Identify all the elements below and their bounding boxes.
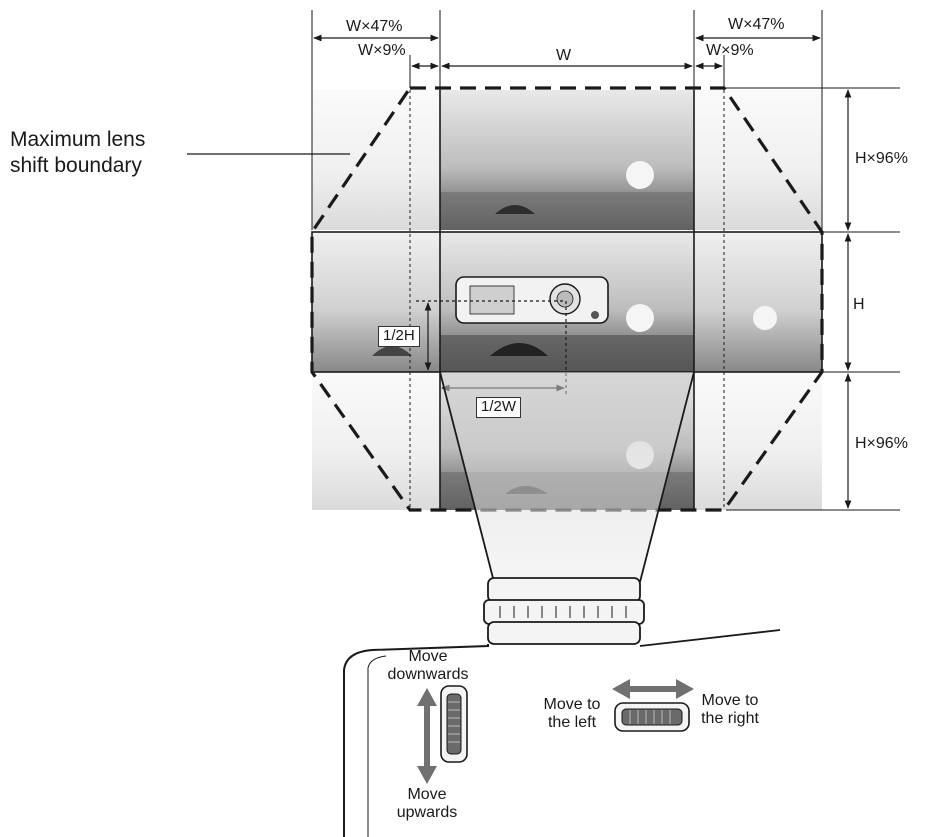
label-w47-left: W×47% [346,18,403,35]
vertical-shift-control [417,685,468,784]
label-boundary: Maximum lens shift boundary [10,128,146,178]
projection-beam [440,372,694,582]
extension-lines [311,10,900,511]
projector-body [343,629,781,837]
label-w9-right: W×9% [706,42,754,59]
beam-edges [439,371,695,583]
label-move-upwards: Move upwards [396,786,458,821]
label-h96-bottom: H×96% [855,435,908,452]
horizontal-shift-control [612,679,694,732]
projector-lens [483,577,645,645]
label-w9-left: W×9% [358,42,406,59]
label-w: W [556,47,572,64]
screen-top [440,90,694,230]
label-move-left: Move to the left [543,696,601,731]
label-h96-top: H×96% [855,150,908,167]
projector-small [455,276,609,324]
label-move-downwards: Move downwards [387,648,469,683]
side-suns [372,306,777,356]
label-half-w: 1/2W [476,397,522,418]
label-half-h: 1/2H [378,326,420,347]
label-move-right: Move to the right [701,692,759,727]
dimension-arrows [313,34,852,509]
label-w47-right: W×47% [728,16,785,33]
label-h: H [853,296,865,313]
